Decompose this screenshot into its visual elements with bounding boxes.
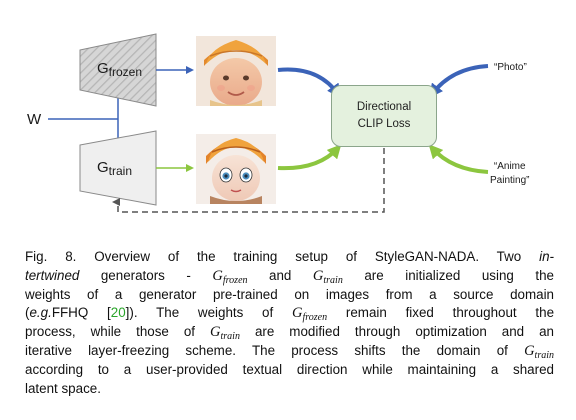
caption-text: ( <box>25 305 30 321</box>
caption-line-6: iterative layer-freezing scheme. The pro… <box>25 342 554 361</box>
math-g-train: Gtrain <box>210 324 240 343</box>
g-frozen-sub: frozen <box>108 65 143 79</box>
g-frozen-block <box>79 33 157 107</box>
photo-to-clip-arrow <box>277 67 341 99</box>
caption-text: are modified through optimization and an <box>239 324 554 340</box>
clip-line2: CLIP Loss <box>357 118 411 130</box>
caption-text: latent space. <box>25 380 101 396</box>
clip-loss-box: Directional CLIP Loss <box>331 85 437 147</box>
caption-text: Fig. 8. Overview of the training setup o… <box>25 249 540 264</box>
caption-text: according to a user-provided textual dir… <box>25 361 554 377</box>
caption-text: FFHQ [ <box>51 305 111 321</box>
g-frozen-base: G <box>97 60 109 77</box>
caption-text: generators - <box>79 267 213 283</box>
g-frozen-label: Gfrozen <box>97 61 142 78</box>
photo-prompt-arrow <box>428 64 489 98</box>
g-train-base: G <box>97 159 109 176</box>
anime-prompt-label: “Anime Painting” <box>490 161 530 186</box>
caption-text: ]). The weights of <box>125 305 292 321</box>
math-g-frozen: Gfrozen <box>292 305 328 324</box>
w-label: W <box>27 111 42 128</box>
feedback-loop-dashed <box>112 148 385 213</box>
math-g-train: Gtrain <box>312 267 343 286</box>
figure-caption: Fig. 8. Overview of the training setup o… <box>25 248 554 398</box>
anime-to-clip-arrow <box>277 144 342 171</box>
g-train-block <box>79 130 157 206</box>
clip-line1: Directional <box>356 101 412 114</box>
caption-text: and <box>247 267 313 283</box>
math-g-frozen: Gfrozen <box>212 267 248 286</box>
caption-italic: in- <box>539 249 554 264</box>
caption-text: are initialized using the <box>342 267 554 283</box>
caption-line-2: tertwined generators - Gfrozen and Gtrai… <box>25 267 554 286</box>
g-train-sub: train <box>108 164 133 178</box>
caption-line-5: process, while those of Gtrain are modif… <box>25 323 554 342</box>
caption-italic: e.g. <box>29 305 52 321</box>
photo-prompt-label: “Photo” <box>494 62 527 73</box>
g-train-label: Gtrain <box>97 160 132 177</box>
caption-text: process, while those of <box>25 324 211 340</box>
caption-italic: tertwined <box>25 267 80 283</box>
figure-diagram <box>48 33 489 213</box>
caption-text: remain fixed throughout the <box>327 305 555 321</box>
caption-text: weights of a generator pre-trained on im… <box>25 286 554 302</box>
citation-link[interactable]: 20 <box>110 305 126 321</box>
caption-line-1: Fig. 8. Overview of the training setup o… <box>25 248 554 267</box>
anime-prompt-arrow <box>428 144 489 174</box>
anime-face-image <box>196 134 276 204</box>
caption-line-3: weights of a generator pre-trained on im… <box>25 286 554 305</box>
caption-text: iterative layer-freezing scheme. The pro… <box>25 342 525 358</box>
caption-line-8: latent space. <box>25 380 554 399</box>
figure: W Gfrozen Gtrain Directional CLIP Loss “… <box>27 33 530 213</box>
photo-face-image <box>196 36 276 106</box>
math-g-train: Gtrain <box>524 342 554 361</box>
caption-line-7: according to a user-provided textual dir… <box>25 361 554 380</box>
caption-line-4: (e.g.FFHQ [20]). The weights of Gfrozen … <box>25 304 554 323</box>
